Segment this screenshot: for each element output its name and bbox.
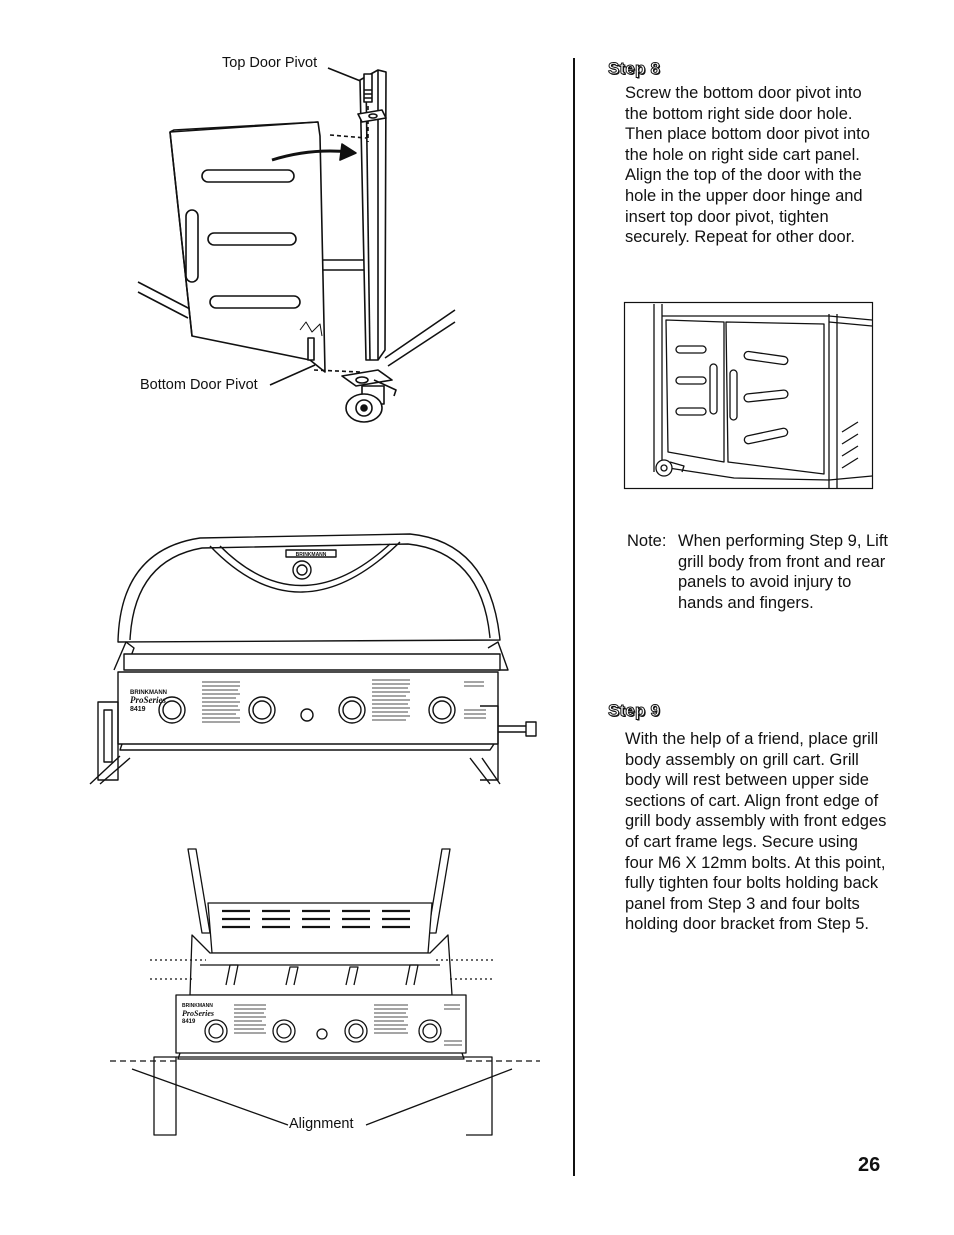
panel2-brand-text: BRINKMANN [182,1003,213,1009]
lid-brand-text: BRINKMANN [296,552,327,558]
step-8-heading: Step 8 [607,59,661,79]
panel-model-text: 8419 [130,706,146,713]
note-text: When performing Step 9, Lift grill body … [678,532,889,612]
page-number: 26 [858,1154,881,1176]
step-9-body: With the help of a friend, place grill b… [625,730,887,934]
panel-series-text: ProSeries [130,695,166,705]
step-8-body: Screw the bottom door pivot into the bot… [625,84,870,247]
bottom-door-pivot-label: Bottom Door Pivot [140,377,258,393]
step-9-heading: Step 9 [607,701,661,721]
top-door-pivot-label: Top Door Pivot [222,55,318,71]
alignment-label: Alignment [289,1116,354,1132]
panel-brand-text: BRINKMANN [130,690,167,696]
alignment-illustration: BRINKMANN ProSeries 8419 [110,848,540,1136]
grill-body-illustration: BRINKMANN BRINKMANN ProSeries 8419 [89,533,537,785]
panel2-series-text: ProSeries [182,1009,214,1018]
column-divider [573,58,575,1176]
door-pivot-illustration [137,67,456,423]
note-label: Note: [627,532,667,550]
panel2-model-text: 8419 [182,1019,196,1025]
cart-doors-inset [623,301,874,490]
